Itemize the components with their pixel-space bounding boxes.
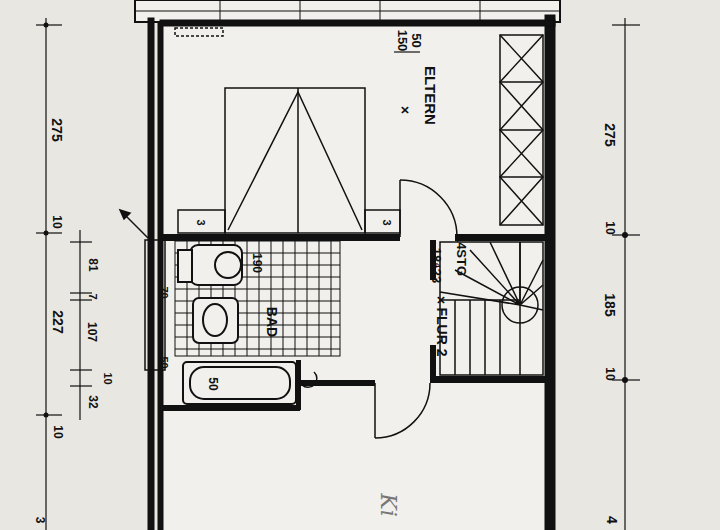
plan-label: 18⁴23 <box>430 247 443 282</box>
handwritten-note: Ki <box>377 493 399 516</box>
plan-label: 10 <box>51 215 63 228</box>
plan-label: 3 <box>381 219 392 225</box>
plan-label: 14STG <box>456 234 469 275</box>
plan-label: 50 <box>207 377 219 390</box>
plan-label: × <box>434 296 448 304</box>
plan-label: 190 <box>251 253 263 273</box>
plan-label: 32 <box>87 395 99 408</box>
plan-label: 10 <box>604 221 616 234</box>
plan-label: ELTERN <box>422 66 437 125</box>
plan-label: 10 <box>604 367 616 380</box>
plan-label: 70 <box>158 286 169 298</box>
plan-label: 50 <box>410 33 423 47</box>
plan-label: 185 <box>603 293 617 316</box>
plan-label: 150 <box>396 29 409 51</box>
plan-label: × <box>398 106 412 114</box>
plan-label: 7 <box>87 293 98 299</box>
plan-label: 10 <box>102 372 113 384</box>
plan-label: 275 <box>603 123 617 146</box>
plan-label: FLUR 2 <box>434 308 448 357</box>
plan-label: 107 <box>86 322 98 342</box>
plan-label: 81 <box>87 258 99 271</box>
plan-label: 227 <box>51 310 65 333</box>
plan-label: BAD <box>265 307 279 337</box>
plan-label: 4 <box>605 516 619 524</box>
plan-label: 3 <box>195 219 206 225</box>
plan-label: 275 <box>50 118 64 141</box>
plan-label: 3 <box>34 517 46 524</box>
plan-label: 50 <box>158 356 169 368</box>
plan-label: 10 <box>52 425 64 438</box>
